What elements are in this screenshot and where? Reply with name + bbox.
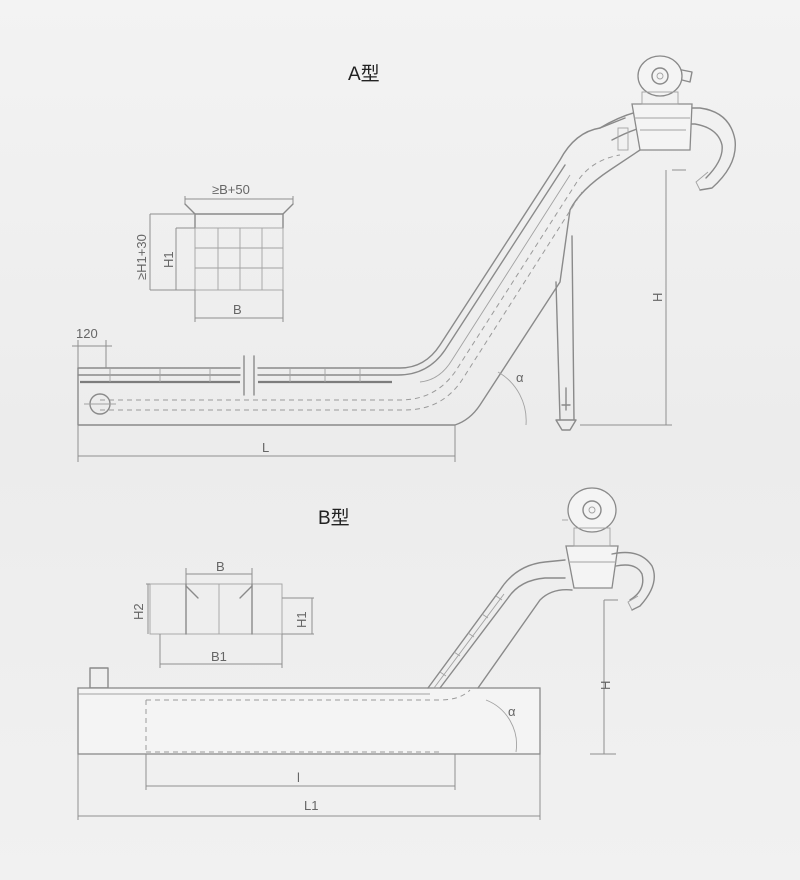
diagram-b-cross-section: B H2 H1 B1: [131, 559, 314, 668]
a-offset-label: 120: [76, 326, 98, 341]
b-h2-label: H2: [131, 603, 146, 620]
b-h1-label: H1: [294, 611, 309, 628]
diagram-b-title: B型: [318, 507, 350, 529]
diagram-a-dimensions: 120 L H: [72, 169, 686, 462]
diagram-a-conveyor: α: [77, 55, 736, 431]
b-total-length-label: L1: [304, 798, 318, 813]
diagram-b: B型 B H2 H1 B1: [77, 487, 655, 820]
b-height-label: H: [598, 681, 613, 690]
b-inner-length-label: l: [297, 770, 300, 785]
diagram-a-title: A型: [348, 63, 380, 85]
b-b-label: B: [216, 559, 225, 574]
a-angle-label: α: [516, 370, 524, 385]
a-b-label: B: [233, 302, 242, 317]
a-side-height-label: ≥H1+30: [134, 234, 149, 280]
b-b1-label: B1: [211, 649, 227, 664]
a-h1-label: H1: [161, 251, 176, 268]
diagram-b-dimensions: H l L1: [77, 599, 618, 820]
diagram-b-conveyor: α: [77, 487, 655, 755]
diagram-a-cross-section: ≥B+50 ≥H1+30 H1 B: [134, 182, 294, 322]
diagram-a: A型 ≥B+50 ≥H1+30 H1 B: [72, 55, 736, 462]
a-length-label: L: [262, 440, 269, 455]
a-height-label: H: [650, 293, 665, 302]
a-top-width-label: ≥B+50: [212, 182, 250, 197]
b-angle-label: α: [508, 704, 516, 719]
